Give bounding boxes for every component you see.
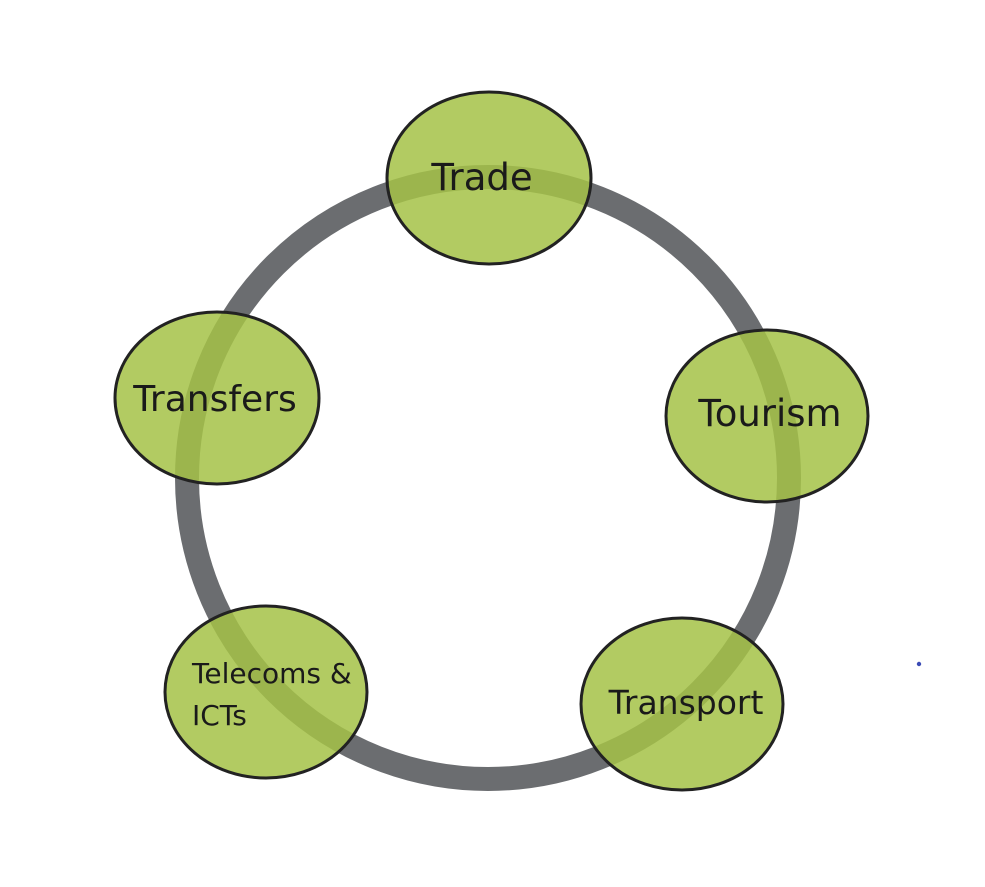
node-tourism: Tourism bbox=[664, 328, 870, 504]
node-telecoms-icts-label: Telecoms & ICTs bbox=[191, 657, 361, 732]
node-transport-label: Transport bbox=[608, 683, 764, 722]
node-trade-ellipse bbox=[385, 90, 593, 266]
node-tourism-label: Tourism bbox=[697, 392, 841, 435]
node-transfers-label-line: Transfers bbox=[132, 379, 297, 420]
node-trade-label: Trade bbox=[430, 156, 532, 199]
node-telecoms-icts-label-line-2: ICTs bbox=[192, 699, 247, 732]
node-transport-ellipse bbox=[579, 616, 785, 792]
node-transfers-ellipse bbox=[113, 310, 321, 486]
node-tourism-ellipse bbox=[664, 328, 870, 504]
node-transport-label-line: Transport bbox=[608, 683, 764, 722]
stray-dot bbox=[916, 661, 922, 667]
node-trade-label-line: Trade bbox=[430, 156, 532, 199]
node-tourism-label-line: Tourism bbox=[697, 392, 841, 435]
node-trade: Trade bbox=[385, 90, 593, 266]
node-transfers: Transfers bbox=[113, 310, 321, 486]
node-telecoms-icts: Telecoms & ICTs bbox=[163, 604, 369, 780]
node-telecoms-icts-label-line-1: Telecoms & bbox=[191, 657, 352, 690]
node-telecoms-icts-ellipse bbox=[163, 604, 369, 780]
node-transfers-label: Transfers bbox=[132, 379, 297, 420]
node-transport: Transport bbox=[579, 616, 785, 792]
